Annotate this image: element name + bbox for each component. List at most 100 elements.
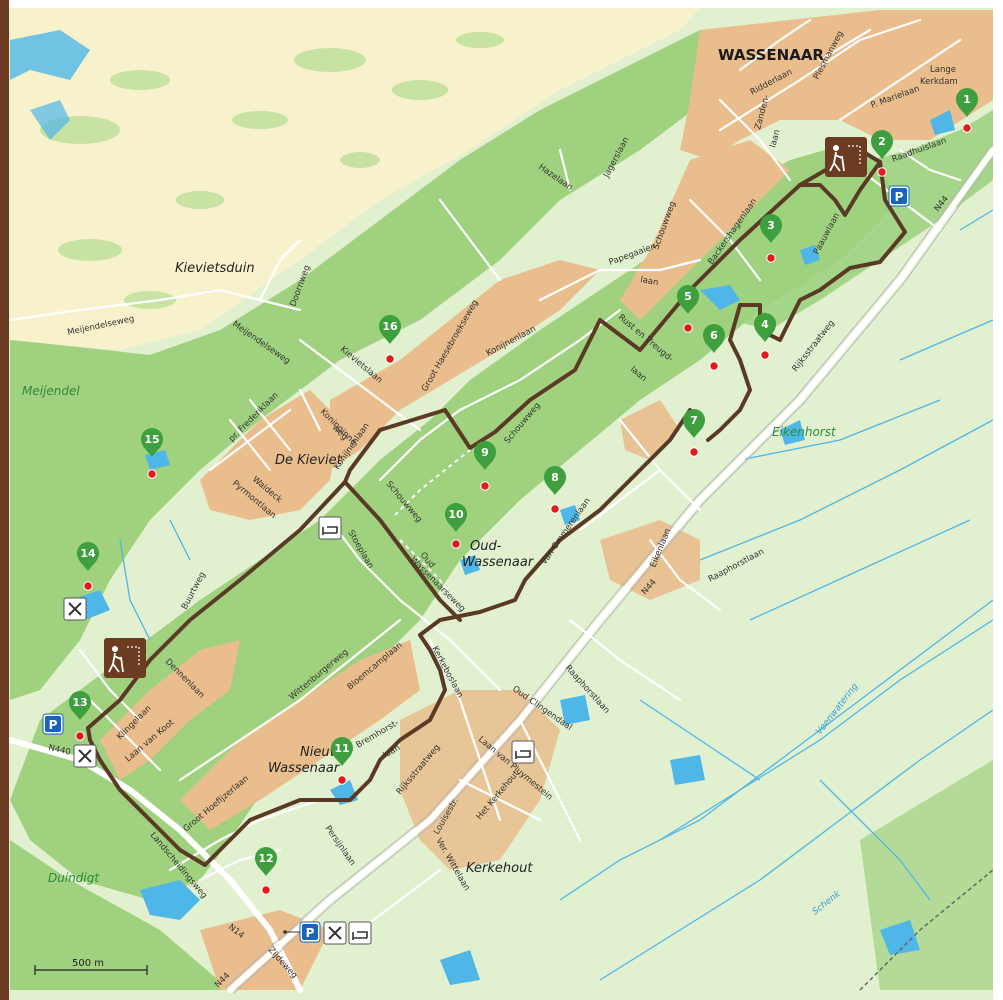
- marker-pin-8: [544, 466, 566, 495]
- marker-pin-2: [871, 130, 893, 159]
- marker-dot-12: [261, 885, 271, 895]
- route-marker-14: 14: [77, 542, 99, 591]
- dune-area: [10, 8, 700, 350]
- route-marker-11: 11: [331, 737, 353, 785]
- place-kievietsduin: Kievietsduin: [175, 261, 255, 276]
- route-variant-dashed: [394, 449, 471, 516]
- route-marker-2: 2: [871, 130, 893, 177]
- right-margin: [993, 0, 1003, 1000]
- marker-pin-10: [445, 503, 467, 532]
- street-kerkdam: Kerkdam: [920, 77, 958, 87]
- dune-vegetation: [40, 32, 504, 309]
- hotel-icon: [318, 516, 342, 540]
- route-marker-4: 4: [754, 313, 776, 360]
- restaurant-icon: [63, 597, 87, 621]
- marker-dot-9: [480, 481, 490, 491]
- place-nieuw-wassenaar-2: Wassenaar: [268, 761, 341, 776]
- route-marker-5: 5: [677, 285, 699, 333]
- marker-number-14: 14: [80, 547, 96, 560]
- hotel-icon: [511, 740, 535, 764]
- marker-number-10: 10: [448, 508, 464, 521]
- svg-text:P: P: [895, 190, 904, 204]
- marker-number-13: 13: [72, 696, 87, 709]
- marker-dot-10: [451, 539, 461, 549]
- marker-number-16: 16: [382, 320, 398, 333]
- place-duindigt: Duindigt: [48, 871, 100, 885]
- marker-number-12: 12: [258, 852, 273, 865]
- marker-number-4: 4: [761, 318, 769, 331]
- top-margin: [9, 0, 1003, 8]
- marker-number-5: 5: [684, 290, 692, 303]
- waterways: [119, 209, 994, 981]
- water-bodies: [10, 30, 955, 985]
- marker-pin-7: [683, 409, 705, 438]
- street-zanden-laan: laan: [768, 129, 782, 149]
- marker-number-6: 6: [710, 329, 718, 342]
- marker-number-7: 7: [690, 414, 698, 427]
- place-de-kieviet: De Kieviet: [275, 453, 343, 468]
- marker-dot-5: [683, 323, 693, 333]
- hiker-icon: [104, 638, 146, 678]
- street-lange: Lange: [930, 65, 956, 75]
- marker-pin-5: [677, 285, 699, 314]
- svg-text:P: P: [306, 926, 315, 940]
- route-marker-13: 13: [69, 691, 91, 741]
- route-marker-7: 7: [683, 409, 705, 457]
- town-label-wassenaar: WASSENAAR: [718, 46, 824, 64]
- marker-dot-8: [550, 504, 560, 514]
- place-oud-wassenaar-2: Wassenaar: [462, 555, 535, 570]
- route-marker-15: 15: [141, 428, 163, 479]
- marker-dot-16: [385, 354, 395, 364]
- parking-icon: P: [42, 713, 64, 735]
- road-n440: N440: [47, 743, 71, 757]
- marker-pin-9: [474, 441, 496, 470]
- restaurant-icon: [323, 921, 347, 945]
- route-marker-8: 8: [544, 466, 566, 514]
- marker-pin-14: [77, 542, 99, 571]
- route-variant-dashed-b: [399, 539, 456, 601]
- marker-number-8: 8: [551, 471, 559, 484]
- built-up-areas: [100, 10, 993, 990]
- route-marker-16: 16: [379, 315, 401, 364]
- route-marker-9: 9: [474, 441, 496, 491]
- marker-number-1: 1: [963, 93, 971, 106]
- marker-dot-6: [709, 361, 719, 371]
- marker-pin-6: [703, 324, 725, 353]
- marker-number-3: 3: [767, 219, 775, 232]
- restaurant-icon: [73, 744, 97, 768]
- marker-number-11: 11: [334, 742, 349, 755]
- parking-icon: P: [888, 185, 910, 207]
- marker-dot-14: [83, 581, 93, 591]
- route-marker-3: 3: [760, 214, 782, 263]
- hiker-icon: [825, 137, 867, 177]
- marker-dot-4: [760, 350, 770, 360]
- place-meijendel: Meijendel: [22, 384, 80, 398]
- place-kerkehout: Kerkehout: [466, 861, 533, 876]
- marker-dot-2: [877, 167, 887, 177]
- marker-dot-3: [766, 253, 776, 263]
- place-oud-wassenaar-1: Oud-: [470, 539, 502, 554]
- marker-pin-3: [760, 214, 782, 243]
- marker-pin-4: [754, 313, 776, 342]
- marker-pin-12: [255, 847, 277, 876]
- scale-label: 500 m: [72, 958, 104, 969]
- place-eikenhorst: Eikenhorst: [772, 425, 837, 439]
- route-marker-10: 10: [445, 503, 467, 549]
- marker-number-2: 2: [878, 135, 886, 148]
- marker-dot-7: [689, 447, 699, 457]
- marker-pin-15: [141, 428, 163, 457]
- route-marker-6: 6: [703, 324, 725, 371]
- route-marker-12: 12: [255, 847, 277, 895]
- marker-pin-16: [379, 315, 401, 344]
- marker-dot-11: [337, 775, 347, 785]
- route-marker-1: 1: [956, 88, 978, 133]
- side-band: [0, 0, 9, 1000]
- parking-icon: P: [299, 921, 321, 943]
- minor-roads: [8, 18, 962, 932]
- marker-dot-1: [962, 123, 972, 133]
- marker-number-9: 9: [481, 446, 489, 459]
- marker-pin-11: [331, 737, 353, 766]
- marker-pin-13: [69, 691, 91, 720]
- railway: [859, 869, 994, 991]
